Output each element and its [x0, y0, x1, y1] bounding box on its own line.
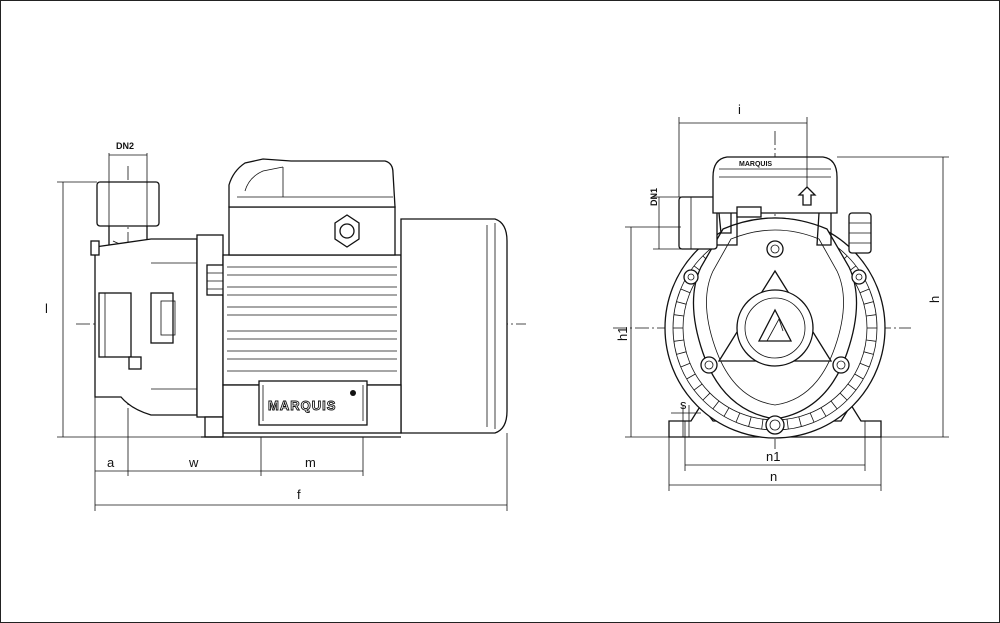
- fin-tick: [798, 416, 802, 427]
- casing-bolts: [683, 240, 867, 435]
- fin-tick: [735, 412, 741, 423]
- terminal-box-cover: [228, 158, 396, 208]
- label-l: l: [45, 301, 48, 316]
- fin-tick: [748, 416, 752, 427]
- brand-dot: [350, 390, 356, 396]
- dim-l: l: [45, 181, 201, 438]
- dim-n: n: [668, 437, 882, 491]
- motor-cooling-fins: [227, 266, 397, 372]
- casing-bolt: [90, 240, 100, 256]
- casing-inner-block: [150, 292, 174, 344]
- dim-s: s: [671, 397, 701, 437]
- fin-tick: [847, 383, 857, 391]
- dim-i: i: [678, 102, 808, 197]
- motor-body: [222, 254, 402, 386]
- motor-fan-cover: [400, 218, 508, 434]
- fin-tick: [702, 392, 711, 401]
- fin-tick: [866, 339, 877, 342]
- outlet-flange: [96, 181, 160, 227]
- fin-tick: [859, 362, 870, 368]
- fin-tick: [839, 392, 848, 401]
- front-view: MARQUIS i DN1 h1: [613, 102, 949, 491]
- fin-tick: [680, 288, 691, 294]
- fin-tick: [854, 373, 864, 380]
- fin-tick: [676, 301, 687, 305]
- fin-tick: [863, 301, 874, 305]
- dim-n1: n1: [684, 437, 866, 471]
- front-brand-logo: MARQUIS: [739, 161, 772, 168]
- label-h: h: [927, 296, 942, 303]
- dim-f: f: [95, 433, 508, 511]
- fin-tick: [673, 339, 684, 342]
- fin-tick: [859, 288, 870, 294]
- dim-dn1: DN1: [649, 188, 681, 250]
- fin-tick: [830, 400, 838, 410]
- fin-tick: [680, 362, 691, 368]
- fin-tick: [673, 314, 684, 317]
- motor-bracket: [196, 234, 224, 418]
- terminal-box-latch: [736, 206, 762, 218]
- label-dn1: DN1: [649, 188, 659, 206]
- label-f: f: [297, 487, 301, 502]
- casing-front-hub: [98, 292, 132, 358]
- fin-tick: [712, 400, 720, 410]
- fin-tick: [693, 383, 703, 391]
- dim-h1: h1: [615, 226, 681, 438]
- fin-tick: [786, 419, 789, 430]
- front-box-leg-right: [816, 212, 832, 246]
- side-view: MARQUIS DN2 l a w m: [45, 141, 526, 511]
- label-n1: n1: [766, 449, 780, 464]
- fin-tick: [723, 407, 730, 417]
- front-terminal-box: [712, 156, 838, 214]
- label-i: i: [738, 102, 741, 117]
- label-h1: h1: [615, 327, 630, 341]
- terminal-box: [228, 206, 396, 256]
- dim-dn2: DN2: [108, 141, 148, 183]
- dim-a-w-m: a w m: [94, 397, 364, 511]
- cable-gland: [334, 214, 360, 248]
- label-w: w: [188, 455, 199, 470]
- fin-tick: [676, 351, 687, 355]
- front-box-leg-left: [718, 212, 732, 234]
- label-s: s: [680, 397, 687, 412]
- fin-tick: [866, 314, 877, 317]
- fin-tick: [820, 407, 827, 417]
- label-n: n: [770, 469, 777, 484]
- label-a: a: [107, 455, 115, 470]
- fin-tick: [761, 419, 764, 430]
- label-m: m: [305, 455, 316, 470]
- nameplate: [258, 380, 368, 426]
- label-dn2: DN2: [116, 141, 134, 151]
- brand-logo: MARQUIS: [268, 398, 336, 413]
- dim-h: h: [837, 156, 949, 438]
- arrow-up-icon: [797, 186, 817, 206]
- bracket-foot-bolt: [204, 416, 224, 438]
- fin-tick: [809, 412, 815, 423]
- fin-tick: [686, 373, 696, 380]
- inlet-flange: [678, 196, 718, 250]
- fin-tick: [863, 351, 874, 355]
